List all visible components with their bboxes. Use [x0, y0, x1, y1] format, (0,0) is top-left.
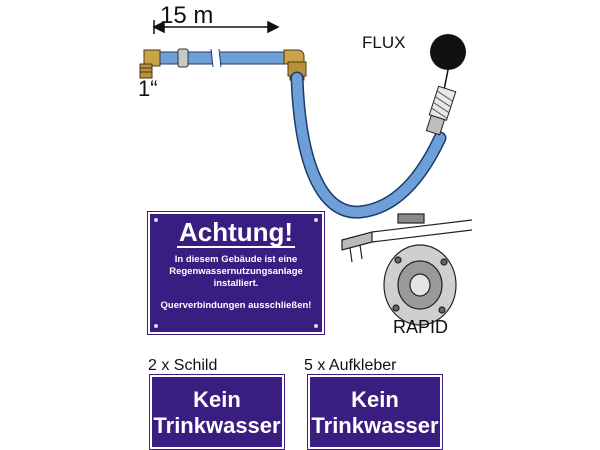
float-label: FLUX [362, 33, 406, 52]
no-drinking-water-plate: Kein Trinkwasser [149, 374, 285, 450]
sign-text-line: Regenwassernutzungsanlage [169, 266, 303, 277]
plate-text-line: Kein [193, 387, 241, 412]
warning-sign: Achtung! In diesem Gebäude ist eine Rege… [147, 211, 325, 335]
sign-text-line: In diesem Gebäude ist eine [174, 254, 298, 265]
sticker-text-line: Trinkwasser [311, 413, 439, 438]
sign-footer: Querverbindungen ausschließen! [160, 300, 312, 311]
sign-hole-icon [154, 324, 158, 328]
float-filter [425, 69, 457, 136]
inlet-brass-fitting [139, 49, 161, 79]
sign-text: In diesem Gebäude ist eine Regenwassernu… [150, 254, 322, 290]
float-ball-icon [430, 34, 466, 70]
sticker-text-line: Kein [351, 387, 399, 412]
sign-text-line: installiert. [213, 278, 259, 289]
no-drinking-water-sticker: Kein Trinkwasser [307, 374, 443, 450]
plate-text-line: Trinkwasser [153, 413, 281, 438]
sign-hole-icon [314, 324, 318, 328]
pump-connection-drawing [341, 213, 473, 326]
suction-hose-horizontal [157, 48, 287, 68]
hose-length-label: 15 m [160, 2, 214, 29]
sign-heading: Achtung! [176, 217, 296, 248]
sticker-caption: 5 x Aufkleber [304, 357, 397, 374]
sign-hole-icon [314, 218, 318, 222]
thread-size-label: 1“ [138, 76, 158, 101]
length-dimension-arrow [152, 20, 280, 34]
plate-caption: 2 x Schild [148, 357, 218, 374]
pump-label: RAPID [393, 317, 449, 337]
suction-hose-curved [290, 71, 447, 219]
sign-hole-icon [154, 218, 158, 222]
